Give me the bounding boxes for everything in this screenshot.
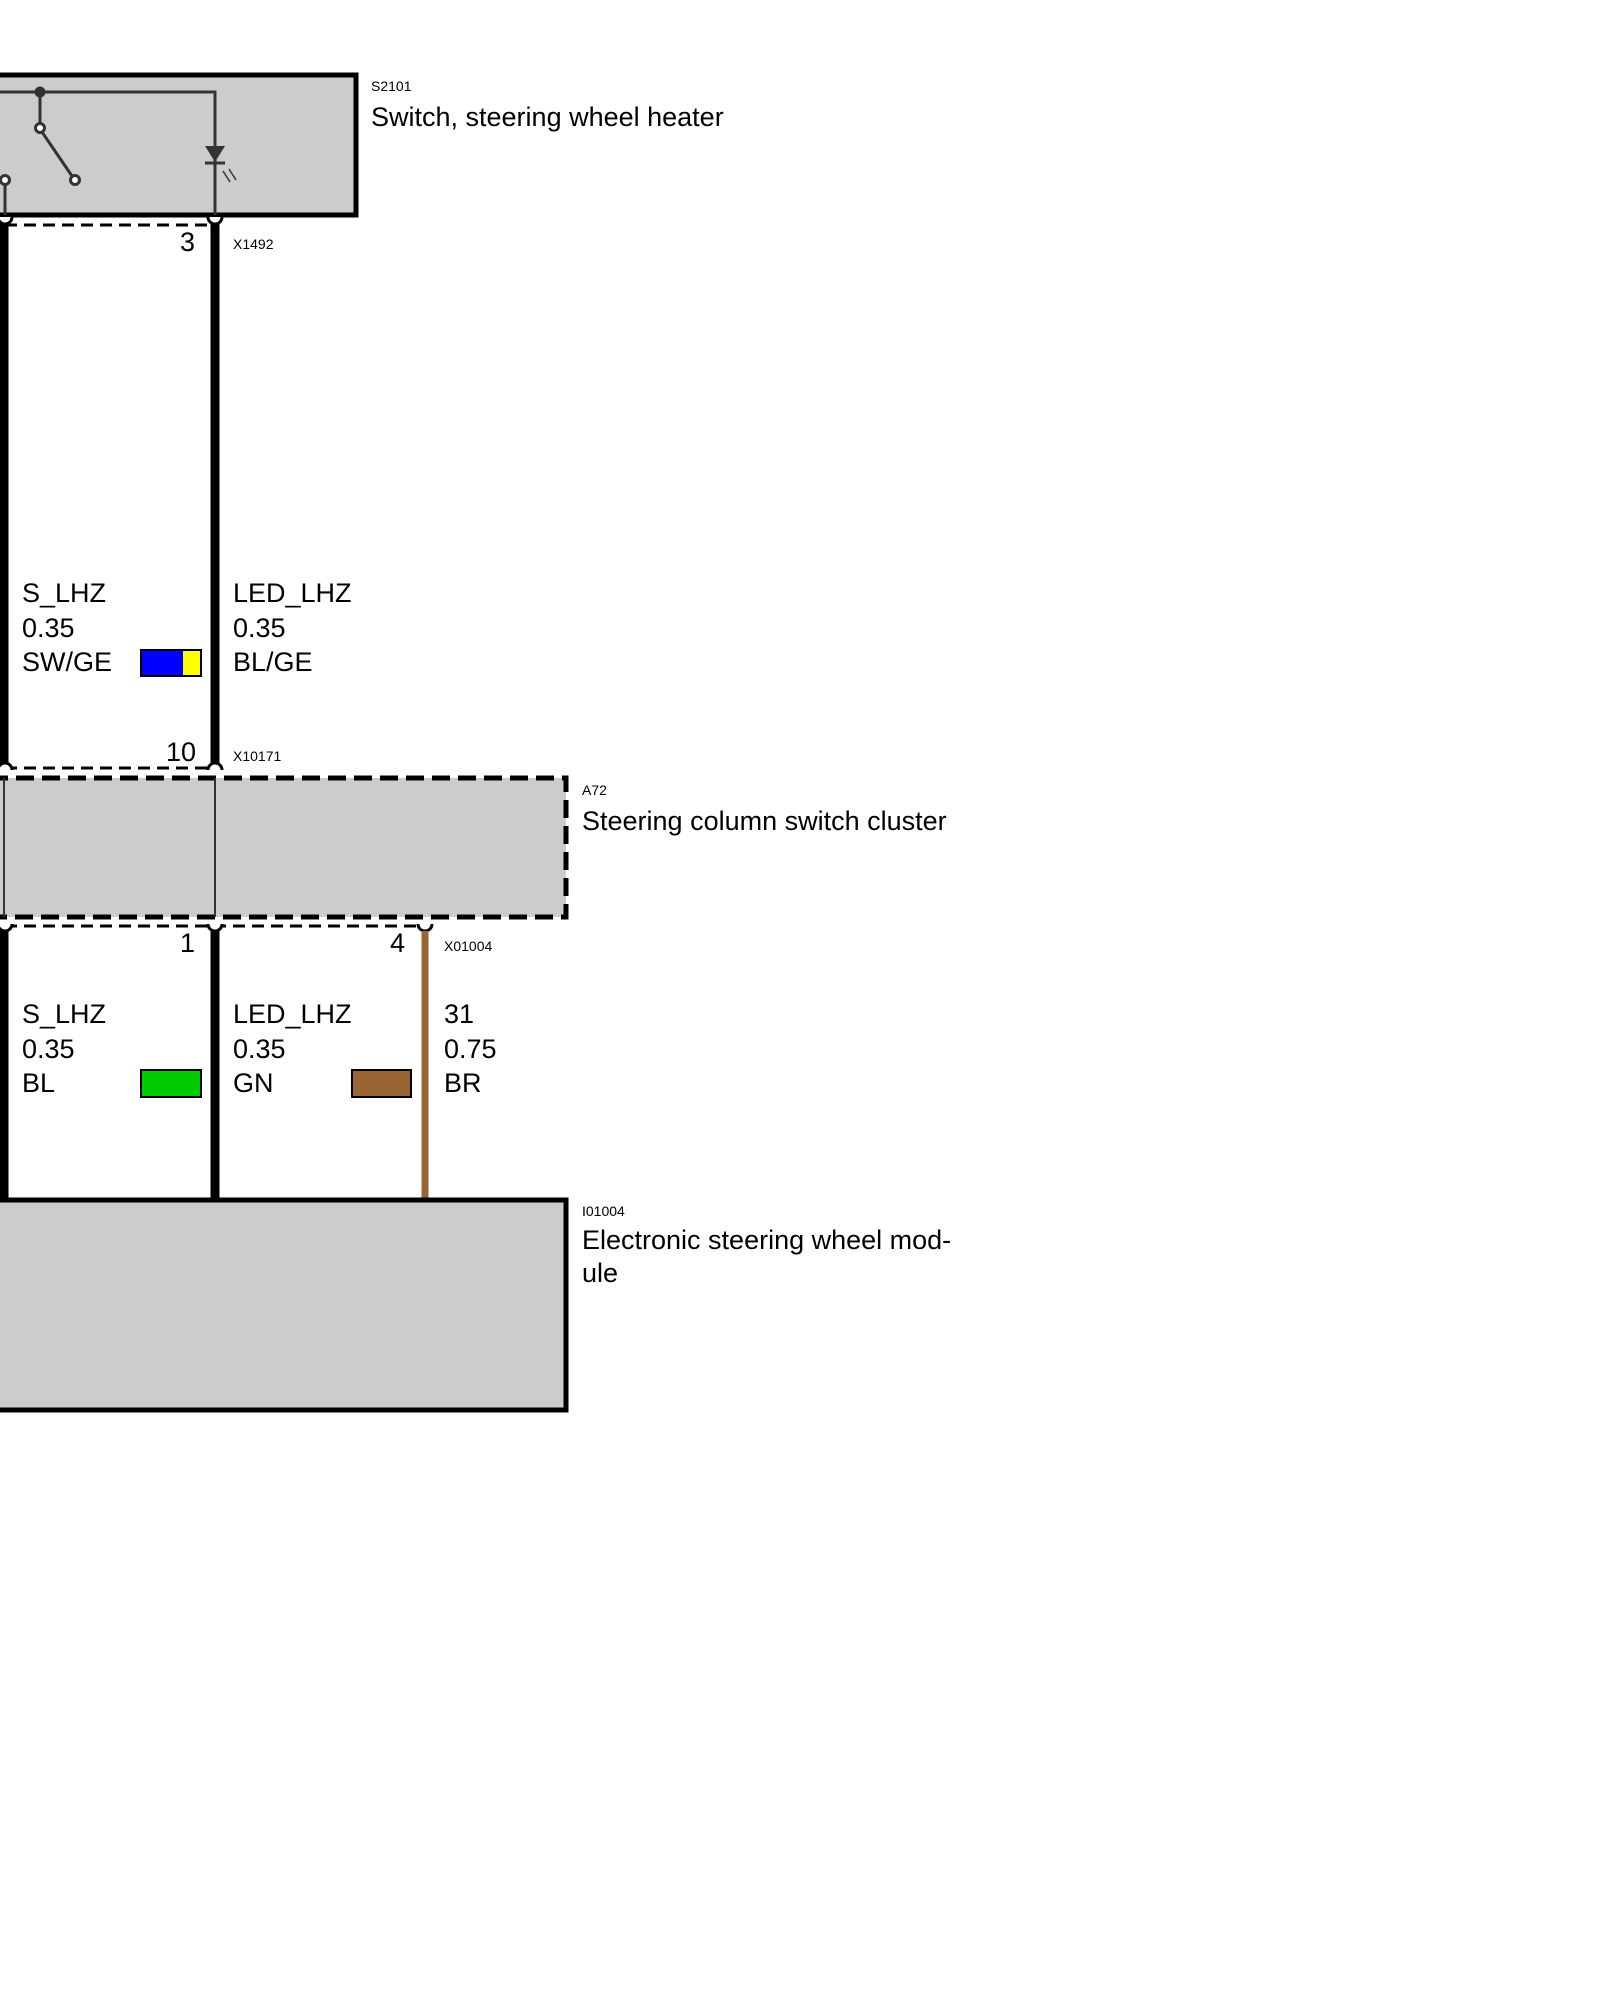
wire-signal: 31: [444, 999, 474, 1029]
wire-color-swatch-bl: [140, 1069, 202, 1098]
wire-color-swatch-sw-ge: [140, 649, 202, 677]
component-id-a72: A72: [582, 782, 607, 798]
wire-color-swatch-gn: [351, 1069, 412, 1098]
pin-10: 10: [166, 737, 196, 767]
pin-1: 1: [180, 928, 195, 958]
component-name-s2101: Switch, steering wheel heater: [371, 102, 724, 132]
wire-color-code: BL: [22, 1068, 55, 1098]
led-diode-icon: [205, 146, 237, 183]
component-id-i01004: I01004: [582, 1203, 625, 1219]
connector-id-x10171: X10171: [233, 748, 281, 764]
pin-3: 3: [180, 227, 195, 257]
wire-color-code: BR: [444, 1068, 482, 1098]
pin-4: 4: [390, 928, 405, 958]
wire-gauge: 0.35: [22, 1034, 75, 1064]
wire-gauge: 0.35: [233, 1034, 286, 1064]
wire-signal: S_LHZ: [22, 999, 106, 1029]
wire-gauge: 0.35: [22, 613, 75, 643]
wire-gauge: 0.35: [233, 613, 286, 643]
switch-s2101-box[interactable]: [0, 72, 359, 218]
component-name-i01004-line1: Electronic steering wheel mod-: [582, 1225, 951, 1255]
wire-gauge: 0.75: [444, 1034, 497, 1064]
wire-color-code: GN: [233, 1068, 274, 1098]
wire-color-code: SW/GE: [22, 647, 112, 677]
steering-wheel-module-box[interactable]: [0, 1197, 569, 1413]
switch-cluster-a72-box[interactable]: [0, 775, 569, 920]
wire-signal: LED_LHZ: [233, 999, 352, 1029]
component-name-a72: Steering column switch cluster: [582, 806, 947, 836]
connector-id-x01004: X01004: [444, 938, 492, 954]
wire-color-code: BL/GE: [233, 647, 313, 677]
switch-symbol: [0, 86, 217, 215]
wire-signal: S_LHZ: [22, 578, 106, 608]
connector-x10171-pins: [0, 761, 224, 771]
wire-signal: LED_LHZ: [233, 578, 352, 608]
component-name-i01004-line2: ule: [582, 1258, 618, 1288]
connector-id-x1492: X1492: [233, 236, 274, 252]
connector-x1492-pins: [0, 216, 224, 226]
component-id-s2101: S2101: [371, 78, 412, 94]
